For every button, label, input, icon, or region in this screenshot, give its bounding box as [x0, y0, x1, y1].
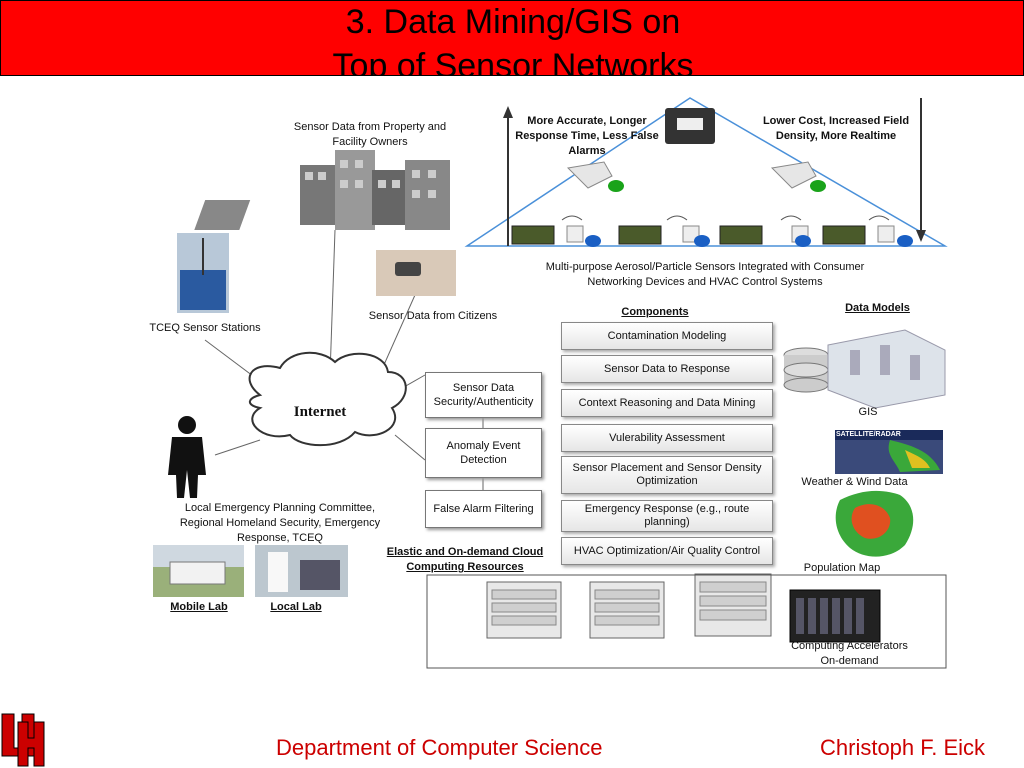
local-lab-label: Local Lab [270, 601, 322, 613]
computing-accelerators-label: Computing Accelerators On-demand [791, 640, 908, 667]
gis-label: GIS [858, 406, 878, 418]
connector-property [329, 229, 336, 376]
router-icon [770, 161, 826, 192]
buildings-image [194, 150, 450, 230]
uh-logo-icon [1, 713, 45, 767]
cloud-resources-label: Elastic and On-demand Cloud Computing Re… [386, 546, 544, 573]
weather-wind-label: Weather & Wind Data [801, 476, 908, 488]
internet-label: Internet [293, 404, 347, 420]
internet-cloud [248, 351, 407, 447]
sensor-pyramid [464, 97, 948, 247]
pyramid-left-note: More Accurate, Longer Response Time, Les… [515, 115, 659, 157]
tceq-stations-label: TCEQ Sensor Stations [149, 322, 261, 334]
population-map-image [835, 490, 914, 557]
component-sensor-data-response: Sensor Data to Response [561, 355, 773, 383]
router-icon [566, 161, 624, 192]
tceq-station-image [177, 233, 229, 313]
component-context-reasoning: Context Reasoning and Data Mining [561, 389, 773, 417]
slide-title-line2: Top of Sensor Networks [332, 47, 694, 76]
anomaly-detection-box: Anomaly Event Detection [425, 428, 542, 478]
footer-department: Department of Computer Science [276, 735, 603, 760]
security-authenticity-box: Sensor Data Security/Authenticity [425, 372, 542, 418]
false-alarm-filtering-box: False Alarm Filtering [425, 490, 542, 528]
citizens-label: Sensor Data from Citizens [368, 310, 498, 322]
radar-overlay-text: SATELLITE/RADAR [836, 431, 901, 438]
local-lab-image [255, 545, 348, 597]
weather-radar-image [835, 430, 943, 474]
mobile-lab-label: Mobile Lab [170, 601, 228, 613]
server-rack-icon [486, 581, 562, 639]
server-rack-icon [589, 581, 665, 639]
cloud-resources-frame [426, 574, 947, 669]
computing-accelerator-icon [789, 589, 881, 643]
slide-title-line1: 3. Data Mining/GIS on [345, 3, 681, 41]
citizen-sensor-image [376, 250, 456, 296]
components-heading: Components [621, 306, 689, 318]
component-contamination-modeling: Contamination Modeling [561, 322, 773, 350]
server-rack-icon [694, 573, 772, 637]
footer-author: Christoph F. Eick [820, 735, 986, 760]
pyramid-caption: Multi-purpose Aerosol/Particle Sensors I… [545, 261, 865, 288]
person-silhouette-icon [168, 416, 206, 498]
database-icon [783, 347, 829, 393]
population-map-label: Population Map [803, 562, 881, 574]
title-bar: 3. Data Mining/GIS on Top of Sensor Netw… [0, 0, 1024, 76]
component-vulnerability-assessment: Vulerability Assessment [561, 424, 773, 452]
sensor-board-row [511, 215, 913, 247]
emergency-stakeholders-label: Local Emergency Planning Committee, Regi… [179, 502, 381, 544]
connector-anomaly [394, 434, 426, 461]
gis-city-image [827, 329, 946, 409]
property-owners-label: Sensor Data from Property and Facility O… [293, 121, 447, 148]
pyramid-right-note: Lower Cost, Increased Field Density, Mor… [762, 115, 910, 142]
component-sensor-placement: Sensor Placement and Sensor Density Opti… [561, 456, 773, 494]
component-emergency-response: Emergency Response (e.g., route planning… [561, 500, 773, 532]
connector-emergency [214, 439, 261, 456]
component-hvac-optimization: HVAC Optimization/Air Quality Control [561, 537, 773, 565]
mobile-lab-image [153, 545, 244, 597]
data-models-heading: Data Models [845, 302, 910, 314]
